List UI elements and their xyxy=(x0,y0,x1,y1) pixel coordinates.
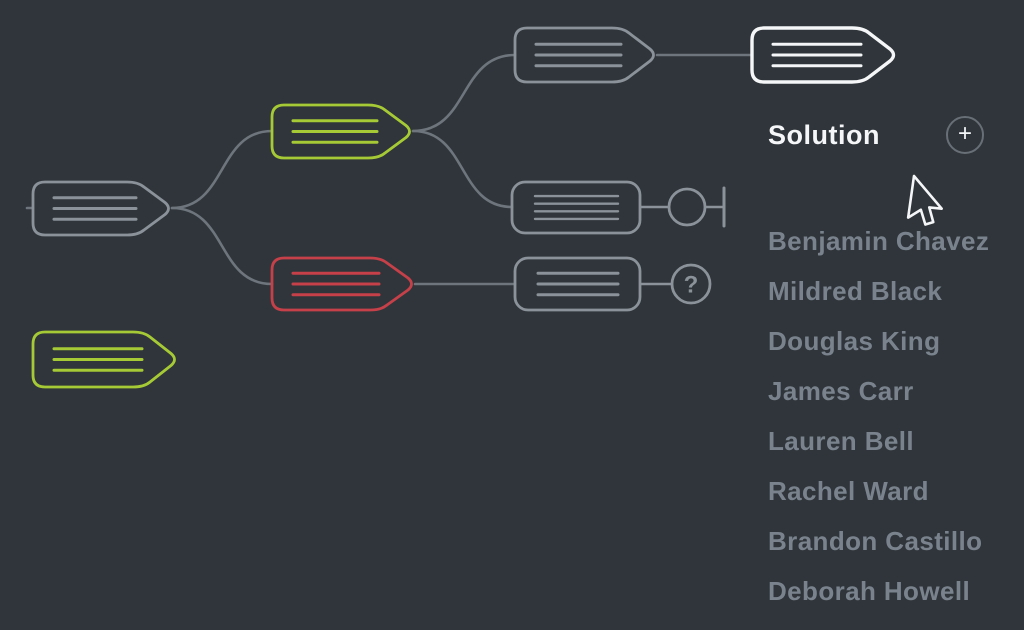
edge-connector xyxy=(411,53,517,133)
person-list-item[interactable]: Mildred Black xyxy=(768,275,943,306)
leaf-question-node[interactable] xyxy=(513,256,642,312)
person-list-item[interactable]: Lauren Bell xyxy=(768,425,914,456)
solution-panel-header: Solution + xyxy=(768,116,984,154)
panel-title: Solution xyxy=(768,119,880,150)
edge-connector xyxy=(170,206,274,286)
selected-solution-node[interactable] xyxy=(750,26,896,84)
person-list-item[interactable]: Douglas King xyxy=(768,325,941,356)
circle-bar-endpoint[interactable] xyxy=(640,186,726,228)
branch-red-node[interactable] xyxy=(270,256,413,312)
add-person-button[interactable]: + xyxy=(946,116,984,154)
edge-connector xyxy=(411,129,514,209)
person-list-item[interactable]: Rachel Ward xyxy=(768,475,929,506)
person-list-item[interactable]: Brandon Castillo xyxy=(768,525,983,556)
people-list: Benjamin Chavez Mildred Black Douglas Ki… xyxy=(768,216,989,630)
edge-connector xyxy=(170,129,274,210)
person-list-item[interactable]: Benjamin Chavez xyxy=(768,225,990,256)
branch-green-node[interactable] xyxy=(270,103,411,160)
person-list-item[interactable]: Nancy Williams xyxy=(768,616,989,630)
root-node[interactable] xyxy=(31,180,170,237)
floating-green-node[interactable] xyxy=(31,330,176,389)
person-list-item[interactable]: James Carr xyxy=(768,375,914,406)
question-mark-icon: ? xyxy=(684,272,699,299)
leaf-middle-node[interactable] xyxy=(510,180,642,235)
question-endpoint[interactable]: ? xyxy=(640,263,712,305)
person-list-item[interactable]: Deborah Howell xyxy=(768,575,971,606)
leaf-top-node[interactable] xyxy=(513,26,655,84)
plus-icon: + xyxy=(957,120,972,147)
